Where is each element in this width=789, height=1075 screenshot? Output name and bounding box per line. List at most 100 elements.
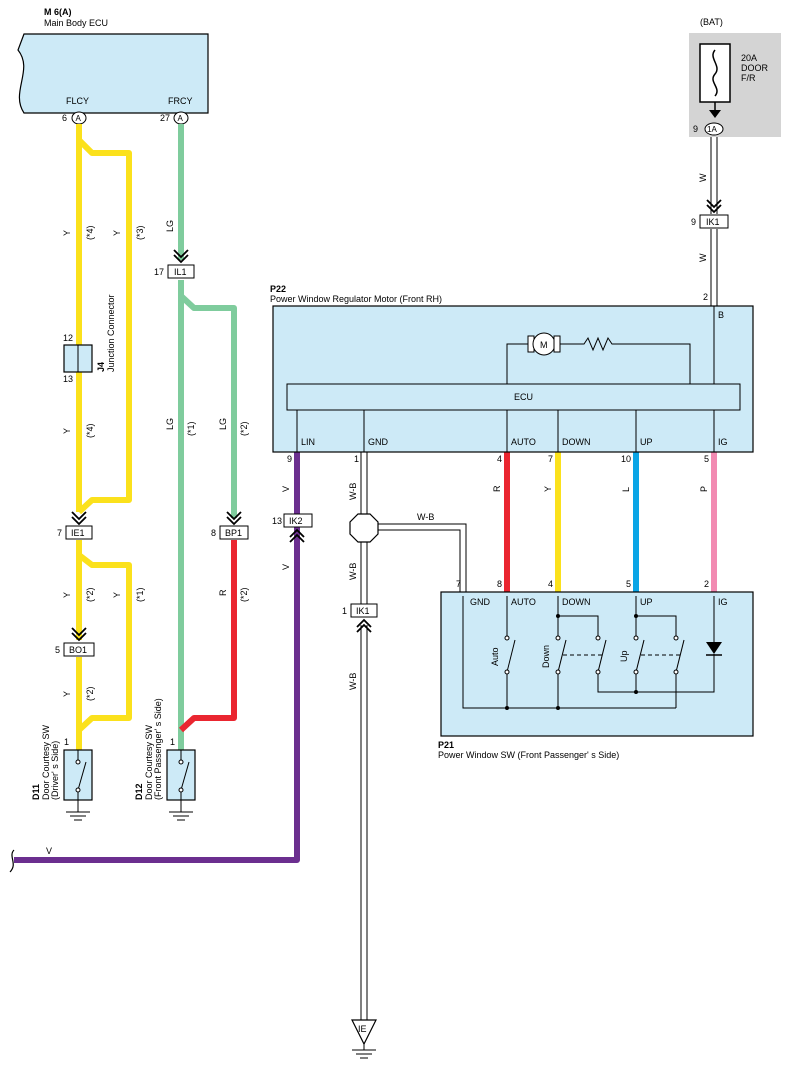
wire-note: (*2) [85, 686, 95, 701]
motor-pin-no-gnd: 1 [354, 454, 359, 464]
wire-note: (*1) [186, 421, 196, 436]
power-window-switch: P21 Power Window SW (Front Passenger' s … [438, 579, 754, 760]
wb-wires [360, 452, 467, 1020]
contact-auto: Auto [490, 647, 500, 666]
d11-code: D11 [31, 784, 41, 800]
ie1-label: IE1 [71, 528, 85, 538]
ecu-conn-a-1: A [76, 114, 82, 123]
d11-pin: 1 [64, 737, 69, 747]
motor-ecu-label: ECU [514, 392, 533, 402]
wire-label: LG [165, 418, 175, 430]
ecu-conn-a-2: A [178, 114, 184, 123]
wire-label: L [621, 487, 631, 492]
d11-name-2: (Driver' s Side) [50, 741, 60, 800]
junction-pin-bottom: 13 [63, 374, 73, 384]
wire-note: (*3) [135, 225, 145, 240]
wire-label: Y [62, 230, 72, 236]
wire-note: (*2) [239, 421, 249, 436]
main-body-ecu: M 6(A) Main Body ECU FLCY FRCY A A 6 27 [17, 7, 209, 125]
motor-pin-no-auto: 4 [497, 454, 502, 464]
switch-pin-no-auto: 8 [497, 579, 502, 589]
splice-point [349, 513, 379, 543]
motor-pin-b: B [718, 310, 724, 320]
door-courtesy-switch-driver: 1 D11 Door Courtesy SW (Driver' s Side) [31, 724, 93, 821]
switch-pin-up: UP [640, 597, 653, 607]
switch-pin-down: DOWN [562, 597, 591, 607]
motor-code: P22 [270, 284, 286, 294]
wire-note: (*1) [135, 587, 145, 602]
il1-label: IL1 [174, 267, 187, 277]
contact-up: Up [619, 650, 629, 662]
connector-bp1: BP1 8 [211, 511, 249, 540]
ecu-pin-flcy: FLCY [66, 96, 89, 106]
wire-label: Y [62, 428, 72, 434]
motor-pin-auto: AUTO [511, 437, 536, 447]
junction-connector: 12 13 J4 Junction Connector [63, 294, 116, 384]
wire-label: LG [218, 418, 228, 430]
d11-name-1: Door Courtesy SW [41, 724, 51, 800]
switch-pin-gnd: GND [470, 597, 491, 607]
il1-pin: 17 [154, 267, 164, 277]
wire-labels: Y (*4) Y (*3) Y (*4) Y (*2) Y (*1) Y (*2… [46, 173, 709, 856]
diode-icon [706, 642, 722, 654]
motor-pin-no-lin: 9 [287, 454, 292, 464]
wire-label: Y [543, 486, 553, 492]
wire-label: W [698, 173, 708, 182]
wire-break-mark [9, 849, 15, 873]
purple-wire-lin [14, 452, 300, 863]
ie-ground-label: IE [358, 1024, 367, 1034]
bo1-label: BO1 [69, 645, 87, 655]
junction-code: J4 [96, 362, 106, 372]
wire-label: P [699, 486, 709, 492]
ik1-top-pin: 9 [691, 217, 696, 227]
wire-label: W-B [348, 673, 358, 690]
motor-name: Power Window Regulator Motor (Front RH) [270, 294, 442, 304]
ie1-pin: 7 [57, 528, 62, 538]
contact-down: Down [541, 645, 551, 668]
wire-note: (*4) [85, 225, 95, 240]
bat-label: (BAT) [700, 17, 723, 27]
junction-name: Junction Connector [106, 294, 116, 372]
fuse-block: (BAT) 20A DOOR F/R 1A 9 [689, 17, 781, 137]
wire-label: R [492, 485, 502, 492]
d12-code: D12 [134, 783, 144, 800]
motor-symbol: M [540, 340, 548, 350]
ecu-pin-no-flcy: 6 [62, 113, 67, 123]
wire-label: Y [112, 230, 122, 236]
ground-icon [169, 811, 193, 821]
ground-point-ie: IE [351, 1019, 377, 1059]
fuse-icon [712, 49, 718, 97]
wire-label: Y [112, 592, 122, 598]
junction-pin-top: 12 [63, 333, 73, 343]
motor-pin-lin: LIN [301, 437, 315, 447]
wire-label: R [218, 589, 228, 596]
motor-pin-ig: IG [718, 437, 728, 447]
motor-pin-down: DOWN [562, 437, 591, 447]
wire-label: LG [165, 220, 175, 232]
connector-bo1: BO1 5 [55, 627, 95, 657]
connector-ie1: IE1 7 [57, 511, 93, 540]
switch-pin-ig: IG [718, 597, 728, 607]
fuse-rating: 20A [741, 53, 757, 63]
bp1-label: BP1 [225, 528, 242, 538]
wire-label: W-B [348, 483, 358, 500]
switch-name: Power Window SW (Front Passenger' s Side… [438, 750, 619, 760]
wire-label: W [698, 253, 708, 262]
arrow-down-icon [709, 110, 721, 118]
connector-ik1-gnd: IK1 1 [342, 603, 378, 633]
motor-pin-b-no: 2 [703, 292, 708, 302]
ik1-gnd-pin: 1 [342, 606, 347, 616]
wire-label: Y [62, 691, 72, 697]
green-wires [178, 124, 237, 750]
ik1-gnd-label: IK1 [356, 606, 370, 616]
ik2-pin: 13 [272, 516, 282, 526]
switch-pin-no-down: 4 [548, 579, 553, 589]
switch-code: P21 [438, 740, 454, 750]
wire-note: (*2) [239, 587, 249, 602]
motor-pin-no-down: 7 [548, 454, 553, 464]
fuse-name-2: F/R [741, 73, 756, 83]
ik1-top-label: IK1 [706, 217, 720, 227]
door-courtesy-switch-passenger: 1 D12 Door Courtesy SW (Front Passenger'… [134, 698, 196, 821]
wire-label: V [281, 564, 291, 570]
motor-pin-no-ig: 5 [704, 454, 709, 464]
